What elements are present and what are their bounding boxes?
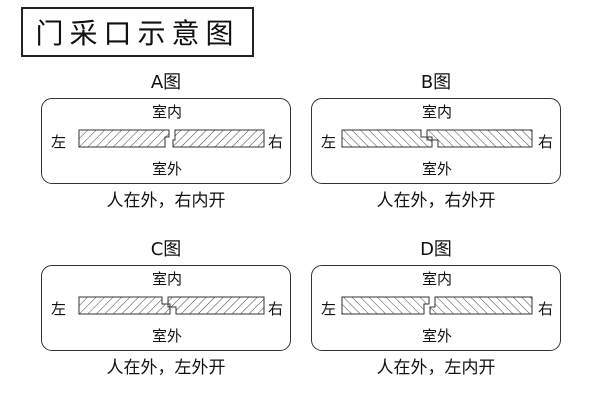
panel-d-caption: 人在外，左内开 xyxy=(376,358,496,378)
panel-c-right-leaf xyxy=(167,296,265,315)
panel-d-indoor-label: 室内 xyxy=(421,270,452,288)
panel-d-label: D图 xyxy=(420,239,452,260)
panel-c-right-label: 右 xyxy=(268,300,284,318)
panel-a-outdoor-label: 室外 xyxy=(151,160,182,178)
panel-b-label: B图 xyxy=(420,72,452,93)
panel-b-frame: 室内 室外 左 右 xyxy=(311,98,561,184)
panel-b-left-leaf xyxy=(341,129,433,148)
panel-d-outdoor-label: 室外 xyxy=(421,327,452,345)
panel-b-door-svg xyxy=(341,129,533,148)
panel-b-right-leaf xyxy=(426,129,533,148)
panel-d-right-label: 右 xyxy=(538,300,554,318)
panel-d-left-leaf xyxy=(341,296,430,315)
panel-c-indoor-label: 室内 xyxy=(151,270,182,288)
panel-a-left-leaf xyxy=(78,129,170,148)
panel-a-right-leaf xyxy=(172,129,265,148)
panel-c-outdoor-label: 室外 xyxy=(151,327,182,345)
panel-b-right-label: 右 xyxy=(538,133,554,151)
panel-c-caption: 人在外，左外开 xyxy=(106,358,226,378)
panel-a-frame: 室内 室外 左 右 xyxy=(41,98,291,184)
panel-c-label: C图 xyxy=(150,239,182,260)
panel-b-indoor-label: 室内 xyxy=(421,103,452,121)
panel-c-left-label: 左 xyxy=(51,300,67,318)
panel-a-door-svg xyxy=(78,129,265,148)
panel-d-door-svg xyxy=(341,296,533,315)
panel-a-caption: 人在外，右内开 xyxy=(106,191,226,211)
diagram-title: 门采口示意图 xyxy=(21,7,254,57)
panel-d-left-label: 左 xyxy=(321,300,337,318)
panel-b-left-label: 左 xyxy=(321,133,337,151)
panel-d-right-leaf xyxy=(429,296,533,315)
panel-b-outdoor-label: 室外 xyxy=(421,160,452,178)
panel-b-caption: 人在外，右外开 xyxy=(376,191,496,211)
panel-c-left-leaf xyxy=(78,296,171,315)
panel-a-left-label: 左 xyxy=(51,133,67,151)
panel-d-frame: 室内 室外 左 右 xyxy=(311,265,561,351)
panel-a-label: A图 xyxy=(150,72,182,93)
panel-a-right-label: 右 xyxy=(268,133,284,151)
panel-c-frame: 室内 室外 左 右 xyxy=(41,265,291,351)
panel-a-indoor-label: 室内 xyxy=(151,103,182,121)
panel-c-door-svg xyxy=(78,296,265,315)
